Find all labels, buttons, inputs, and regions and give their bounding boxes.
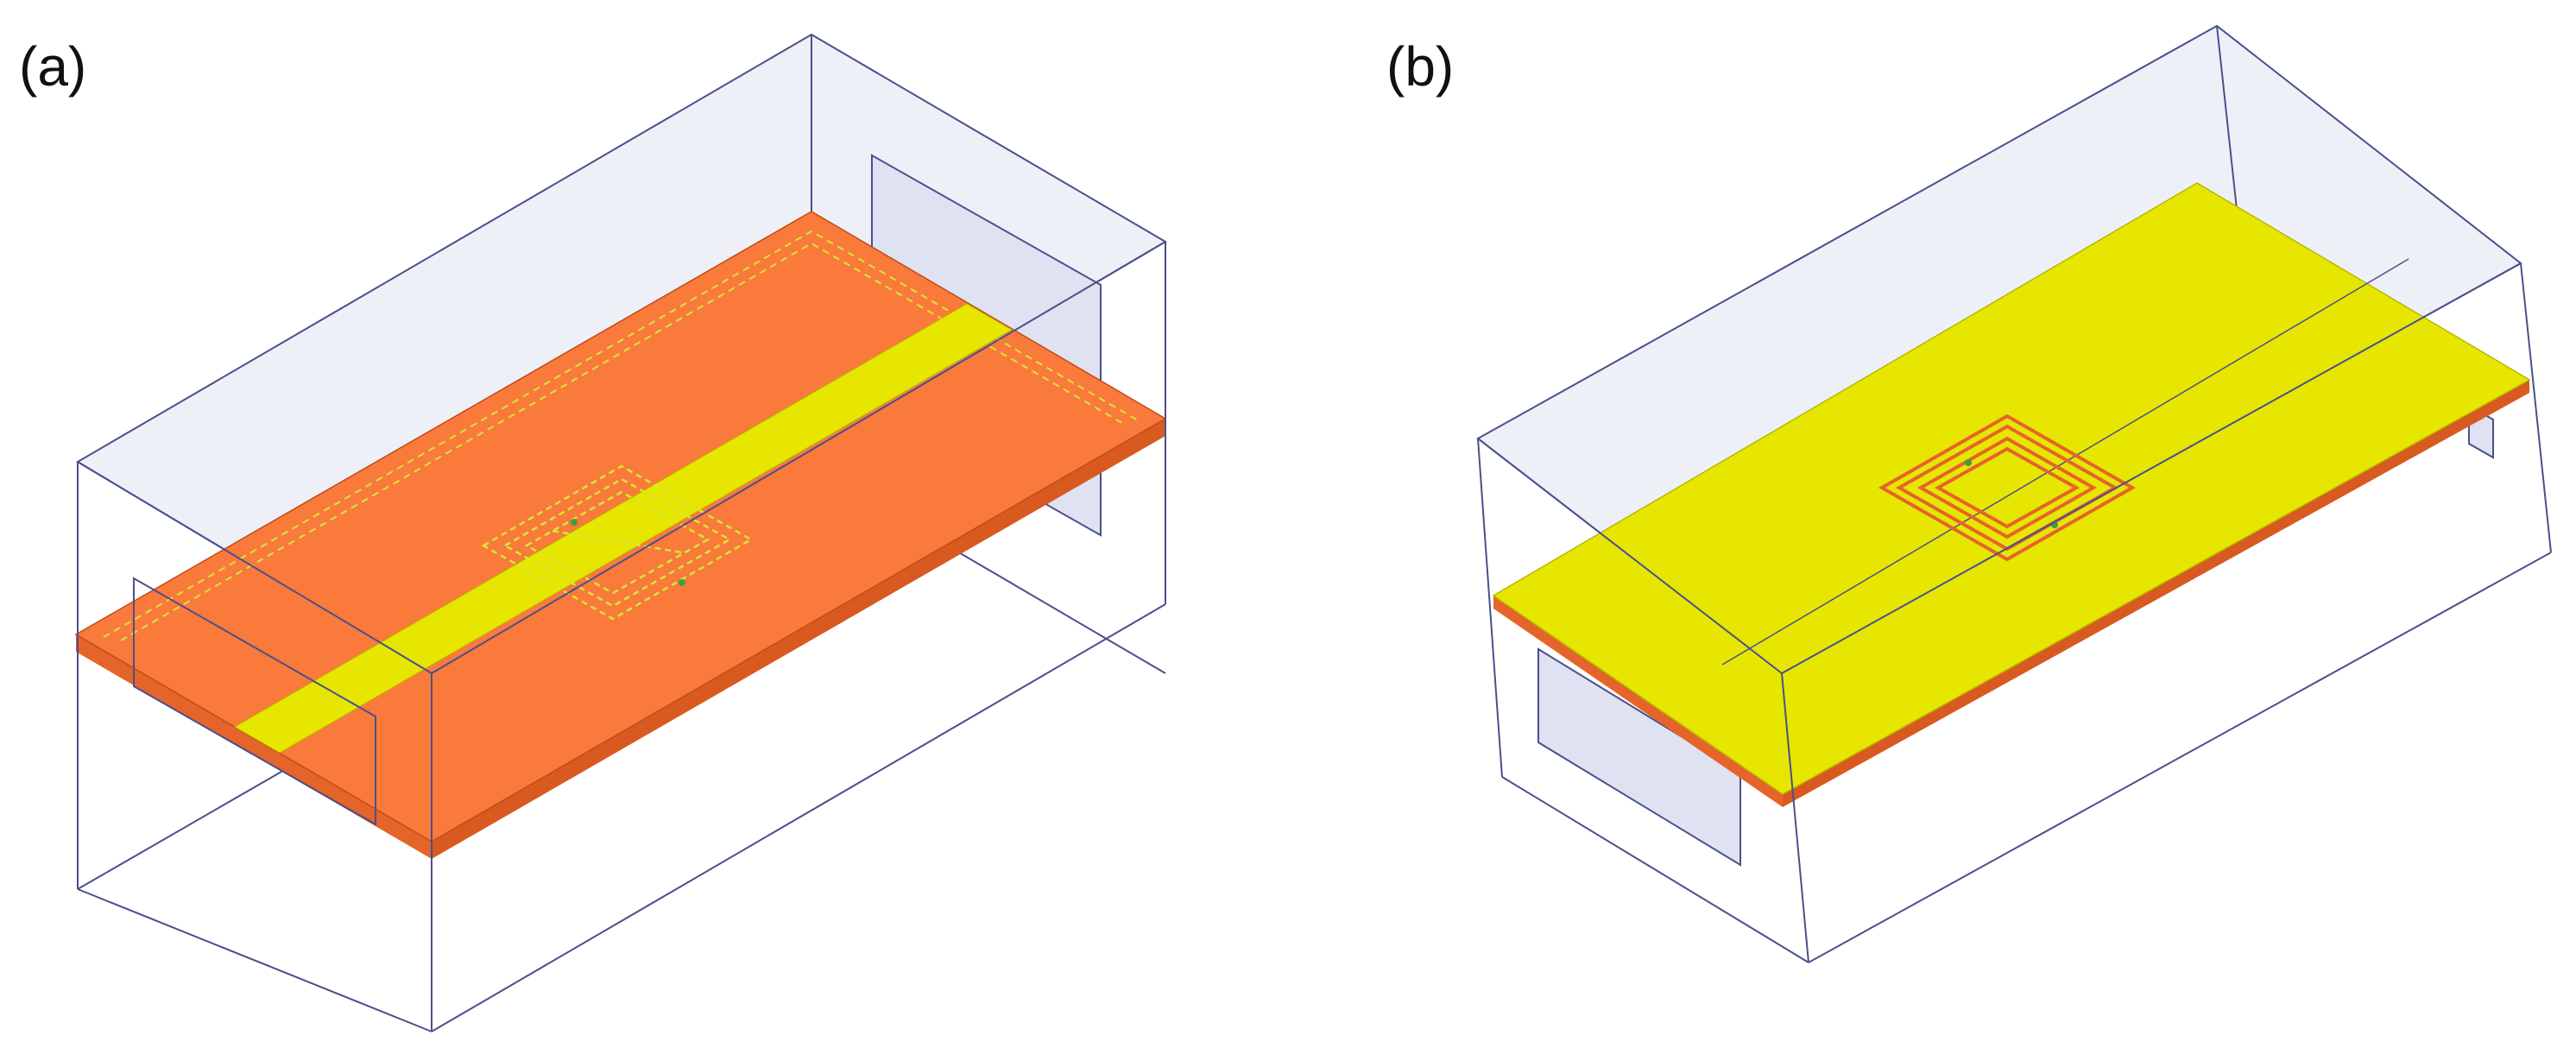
panel-label-b: (b): [1386, 35, 1455, 98]
panel-a-box-front: [77, 241, 1166, 1032]
panel-a-diagram: [74, 33, 1167, 1032]
panel-b-diagram: [1476, 24, 2552, 963]
panel-b-strip-line: [1721, 258, 2409, 666]
panel-label-a: (a): [19, 35, 87, 98]
panel-a-front-port: [133, 577, 376, 826]
panel-b-box-front: [1477, 262, 2552, 963]
panel-a-microstrip: [234, 303, 1013, 754]
panel-b-substrate: [1492, 182, 2531, 807]
panel-a-resonator-outline: [481, 464, 754, 621]
